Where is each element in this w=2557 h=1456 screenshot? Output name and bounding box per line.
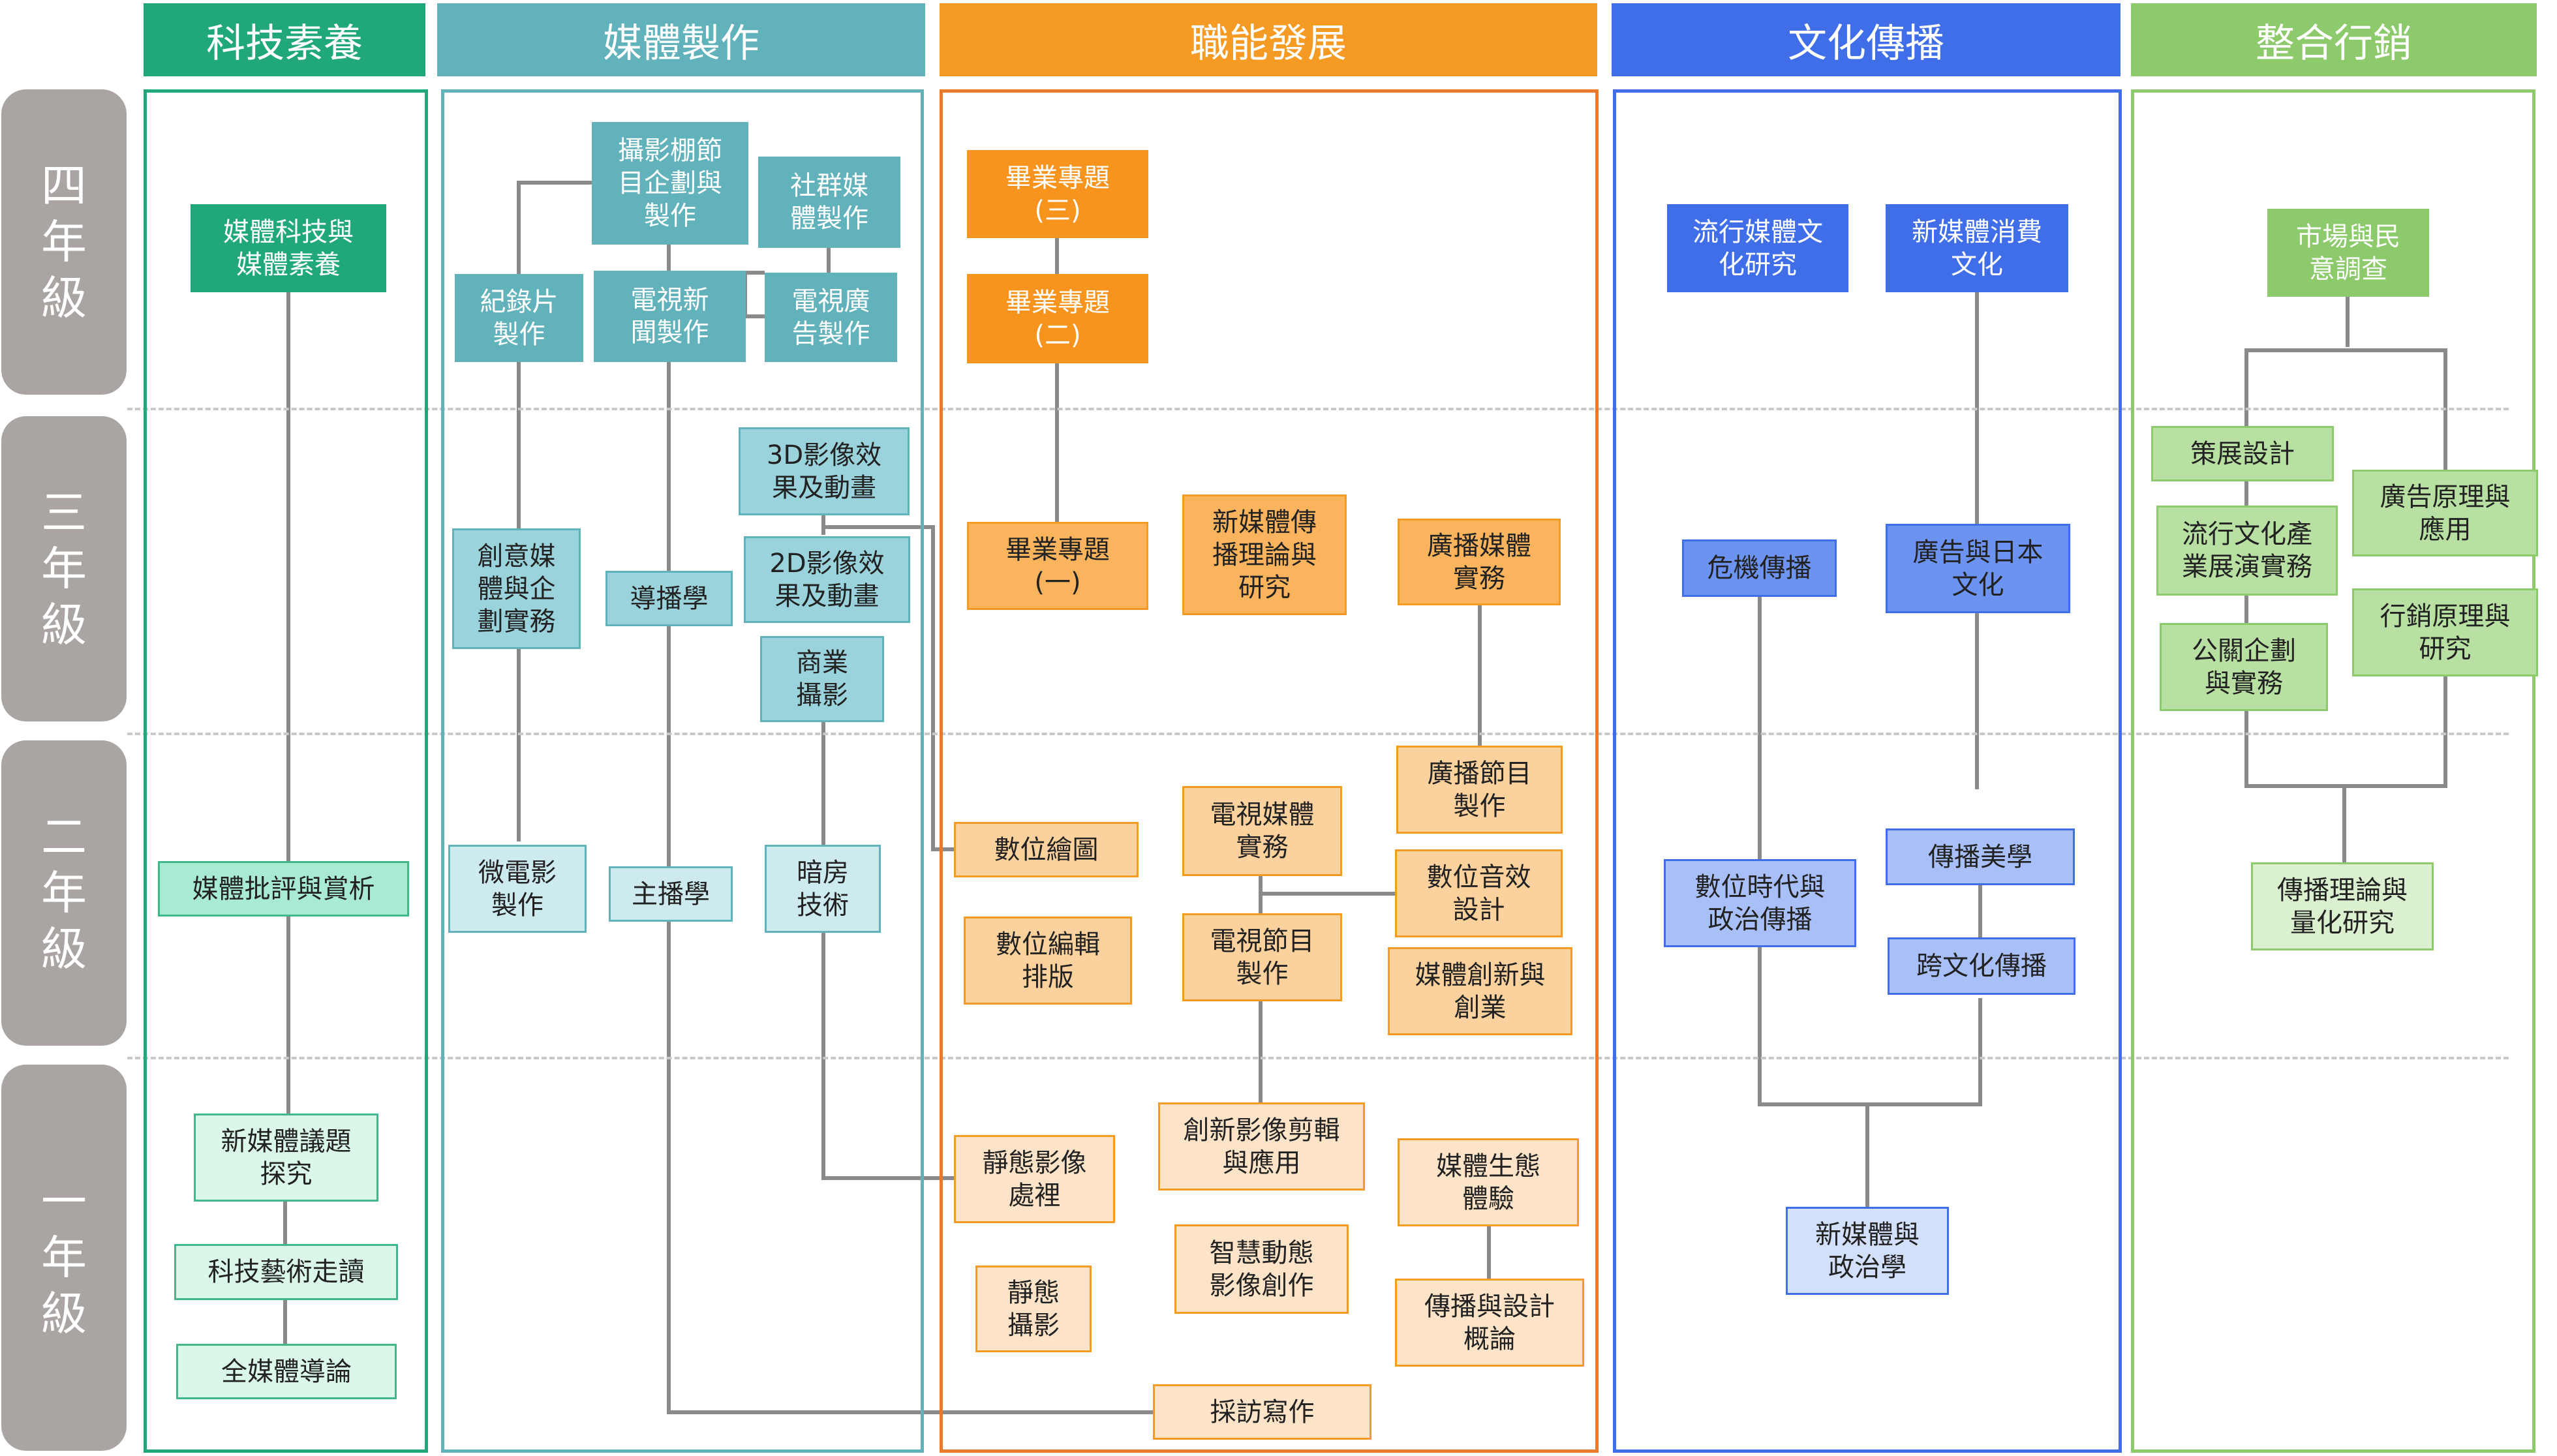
course-new-media-theory: 新媒體傳 播理論與 研究 <box>1182 494 1347 615</box>
course-media-criticism: 媒體批評與賞析 <box>158 861 409 917</box>
column-header-media-production: 媒體製作 <box>437 3 925 76</box>
column-frame-media-production <box>441 89 924 1453</box>
course-all-media-intro: 全媒體導論 <box>176 1344 397 1399</box>
course-commercial-photo: 商業 攝影 <box>760 636 884 722</box>
course-digital-layout: 數位編輯 排版 <box>964 917 1132 1005</box>
grade-divider <box>127 1057 2509 1059</box>
column-frame-tech-literacy <box>144 89 428 1453</box>
course-capstone-3: 畢業專題 (三) <box>967 150 1148 238</box>
course-still-photo: 靜態 攝影 <box>975 1266 1092 1352</box>
course-documentary: 紀錄片 製作 <box>455 274 583 362</box>
grade-divider <box>127 408 2509 410</box>
course-marketing-principles: 行銷原理與 研究 <box>2352 588 2538 676</box>
connector <box>667 362 1155 1414</box>
column-header-tech-literacy: 科技素養 <box>144 3 425 76</box>
course-ad-japan: 廣告與日本 文化 <box>1886 524 2070 613</box>
course-digital-politics: 數位時代與 政治傳播 <box>1664 859 1856 947</box>
grade-divider <box>127 733 2509 735</box>
course-social-media: 社群媒 體製作 <box>758 157 900 248</box>
connector <box>1758 947 1982 1106</box>
course-anchoring: 主播學 <box>609 866 733 922</box>
column-frame-culture <box>1613 89 2122 1453</box>
course-image-processing: 靜態影像 處裡 <box>954 1135 1115 1223</box>
course-comm-aesthetics: 傳播美學 <box>1886 828 2075 885</box>
course-tv-media-practice: 電視媒體 實務 <box>1182 786 1342 876</box>
course-tv-program: 電視節目 製作 <box>1182 913 1342 1001</box>
connector <box>823 525 955 851</box>
connector <box>2244 348 2447 473</box>
column-frame-marketing <box>2131 89 2535 1453</box>
course-3d-effects: 3D影像效 果及動畫 <box>739 427 910 515</box>
connector <box>821 933 955 1180</box>
column-header-marketing: 整合行銷 <box>2131 3 2537 76</box>
year-2-label: 二 年 級 <box>1 740 127 1046</box>
course-intercultural: 跨文化傳播 <box>1888 937 2075 995</box>
course-micro-film: 微電影 製作 <box>448 845 587 933</box>
course-broadcast-program: 廣播節目 製作 <box>1396 746 1563 834</box>
year-1-label: 一 年 級 <box>1 1065 127 1451</box>
course-ad-principles: 廣告原理與 應用 <box>2352 470 2538 556</box>
course-interview-writing: 採訪寫作 <box>1153 1384 1371 1440</box>
column-frame-career <box>940 89 1599 1453</box>
year-4-label: 四 年 級 <box>1 89 127 395</box>
course-comm-theory-quant: 傳播理論與 量化研究 <box>2251 862 2434 950</box>
course-capstone-2: 畢業專題 (二) <box>967 274 1148 363</box>
course-digital-audio: 數位音效 設計 <box>1395 849 1563 937</box>
course-capstone-1: 畢業專題 (一) <box>967 522 1148 610</box>
course-directing: 導播學 <box>605 571 733 626</box>
course-tv-news: 電視新 聞製作 <box>594 271 746 362</box>
course-pop-culture: 流行媒體文 化研究 <box>1667 204 1848 292</box>
course-tech-art-reading: 科技藝術走讀 <box>174 1244 398 1300</box>
course-smart-motion: 智慧動態 影像創作 <box>1174 1224 1349 1314</box>
course-video-editing: 創新影像剪輯 與應用 <box>1158 1102 1365 1191</box>
course-darkroom: 暗房 技術 <box>765 845 881 933</box>
course-media-tech-literacy: 媒體科技與 媒體素養 <box>191 204 386 292</box>
course-consumer-culture: 新媒體消費 文化 <box>1886 204 2068 292</box>
course-media-innovation: 媒體創新與 創業 <box>1388 947 1572 1035</box>
course-exhibition: 策展設計 <box>2151 426 2334 481</box>
course-comm-design: 傳播與設計 概論 <box>1395 1279 1584 1367</box>
course-broadcast-practice: 廣播媒體 實務 <box>1398 519 1561 605</box>
course-new-media-politics: 新媒體與 政治學 <box>1786 1207 1949 1295</box>
course-new-media-issues: 新媒體議題 探究 <box>194 1114 378 1202</box>
course-market-survey: 市場與民 意調查 <box>2267 209 2429 297</box>
year-3-label: 三 年 級 <box>1 416 127 721</box>
course-tv-ad: 電視廣 告製作 <box>765 273 897 362</box>
course-pop-industry: 流行文化產 業展演實務 <box>2156 506 2338 596</box>
course-crisis-comm: 危機傳播 <box>1682 539 1837 597</box>
connector <box>517 181 594 297</box>
course-media-ecology: 媒體生態 體驗 <box>1398 1138 1579 1226</box>
course-2d-effects: 2D影像效 果及動畫 <box>744 536 910 623</box>
course-pr-planning: 公關企劃 與實務 <box>2160 623 2328 711</box>
course-digital-drawing: 數位繪圖 <box>954 822 1139 877</box>
column-header-career: 職能發展 <box>940 3 1597 76</box>
course-creative-media: 創意媒 體與企 劃實務 <box>452 528 581 649</box>
course-studio-planning: 攝影棚節 目企劃與 製作 <box>592 122 748 245</box>
column-header-culture: 文化傳播 <box>1612 3 2121 76</box>
